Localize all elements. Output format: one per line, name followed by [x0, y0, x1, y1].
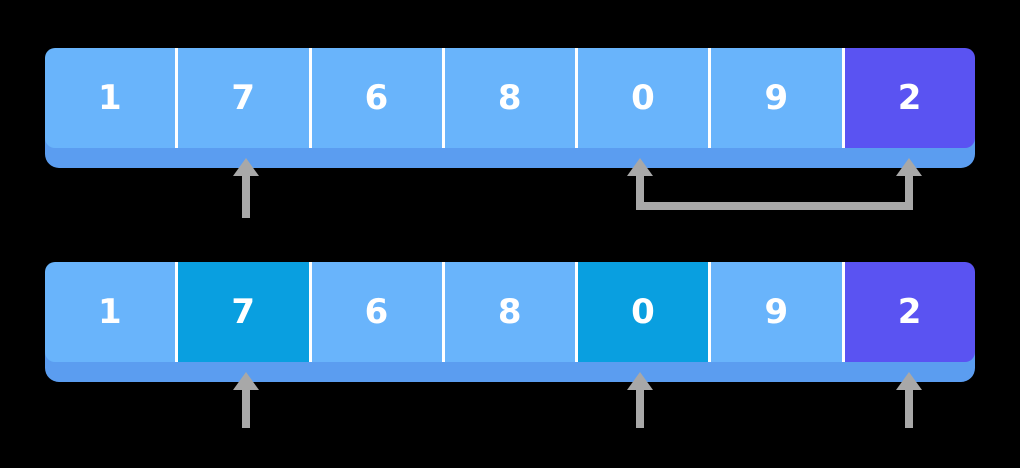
array-row-after: 1 7 6 8 0 9 2	[45, 262, 975, 382]
array-cell-value: 7	[231, 78, 256, 118]
array-cell[interactable]: 8	[441, 48, 576, 148]
array-cells: 1 7 6 8 0 9 2	[45, 48, 975, 148]
pointer-index-4	[627, 372, 653, 428]
array-cell[interactable]: 9	[708, 48, 842, 148]
arrow-up-icon	[627, 372, 653, 390]
array-cell[interactable]: 8	[441, 262, 576, 362]
array-cell-value: 8	[497, 78, 523, 118]
bracket-connector	[636, 202, 913, 210]
pointer-bracket-index-4-to-6	[627, 158, 922, 218]
array-cell[interactable]: 2	[841, 262, 975, 362]
arrow-shaft	[242, 388, 250, 428]
array-cell[interactable]: 1	[45, 48, 176, 148]
array-cell[interactable]: 7	[175, 262, 309, 362]
array-cell-value: 6	[364, 78, 389, 118]
array-cell-value: 2	[897, 78, 922, 118]
array-cells: 1 7 6 8 0 9 2	[45, 262, 975, 362]
array-cell[interactable]: 7	[175, 48, 309, 148]
bracket-left-stem	[636, 174, 644, 210]
array-cell-value: 1	[98, 292, 123, 332]
array-row-before: 1 7 6 8 0 9 2	[45, 48, 975, 168]
arrow-up-icon	[233, 158, 259, 176]
arrow-up-icon	[233, 372, 259, 390]
arrow-up-icon	[896, 158, 922, 176]
array-cell-value: 9	[764, 78, 789, 118]
array-cell[interactable]: 2	[841, 48, 975, 148]
pointer-index-1	[233, 158, 259, 218]
array-cell-value: 2	[897, 292, 922, 332]
arrow-shaft	[905, 388, 913, 428]
array-cell[interactable]: 1	[45, 262, 176, 362]
array-cell-value: 8	[497, 292, 523, 332]
bracket-right-stem	[905, 174, 913, 210]
array-cell-value: 0	[631, 292, 656, 332]
array-cell-value: 7	[231, 292, 256, 332]
arrow-shaft	[242, 174, 250, 218]
array-cell-value: 1	[98, 78, 123, 118]
array-cell[interactable]: 6	[308, 48, 442, 148]
array-cell[interactable]: 0	[575, 262, 709, 362]
arrow-shaft	[636, 388, 644, 428]
array-cell-value: 9	[764, 292, 789, 332]
arrow-up-icon	[896, 372, 922, 390]
pointer-index-1	[233, 372, 259, 428]
arrow-up-icon	[627, 158, 653, 176]
array-cell[interactable]: 9	[708, 262, 842, 362]
array-cell[interactable]: 6	[308, 262, 442, 362]
pointer-index-6	[896, 372, 922, 428]
array-cell-value: 6	[364, 292, 389, 332]
array-cell[interactable]: 0	[575, 48, 709, 148]
array-cell-value: 0	[631, 78, 656, 118]
